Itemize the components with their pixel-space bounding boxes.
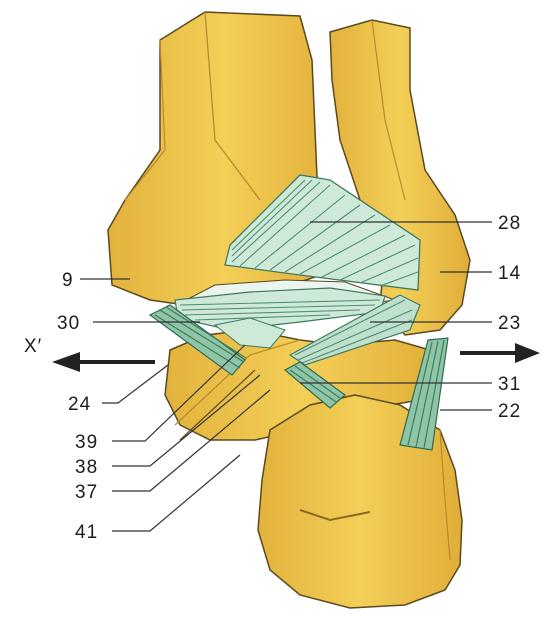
label-41: 41 <box>75 522 98 543</box>
label-22: 22 <box>498 401 521 422</box>
label-31: 31 <box>498 374 521 395</box>
label-28: 28 <box>498 213 521 234</box>
label-39: 39 <box>75 432 98 453</box>
label-23: 23 <box>498 313 521 334</box>
label-24: 24 <box>68 394 91 415</box>
label-14: 14 <box>498 263 521 284</box>
arrow-right-icon <box>460 343 540 363</box>
arrow-left-icon <box>52 352 155 372</box>
label-38: 38 <box>75 457 98 478</box>
label-x-prime: X′ <box>24 336 42 357</box>
label-9: 9 <box>62 270 74 291</box>
label-30: 30 <box>57 313 80 334</box>
label-37: 37 <box>75 482 98 503</box>
